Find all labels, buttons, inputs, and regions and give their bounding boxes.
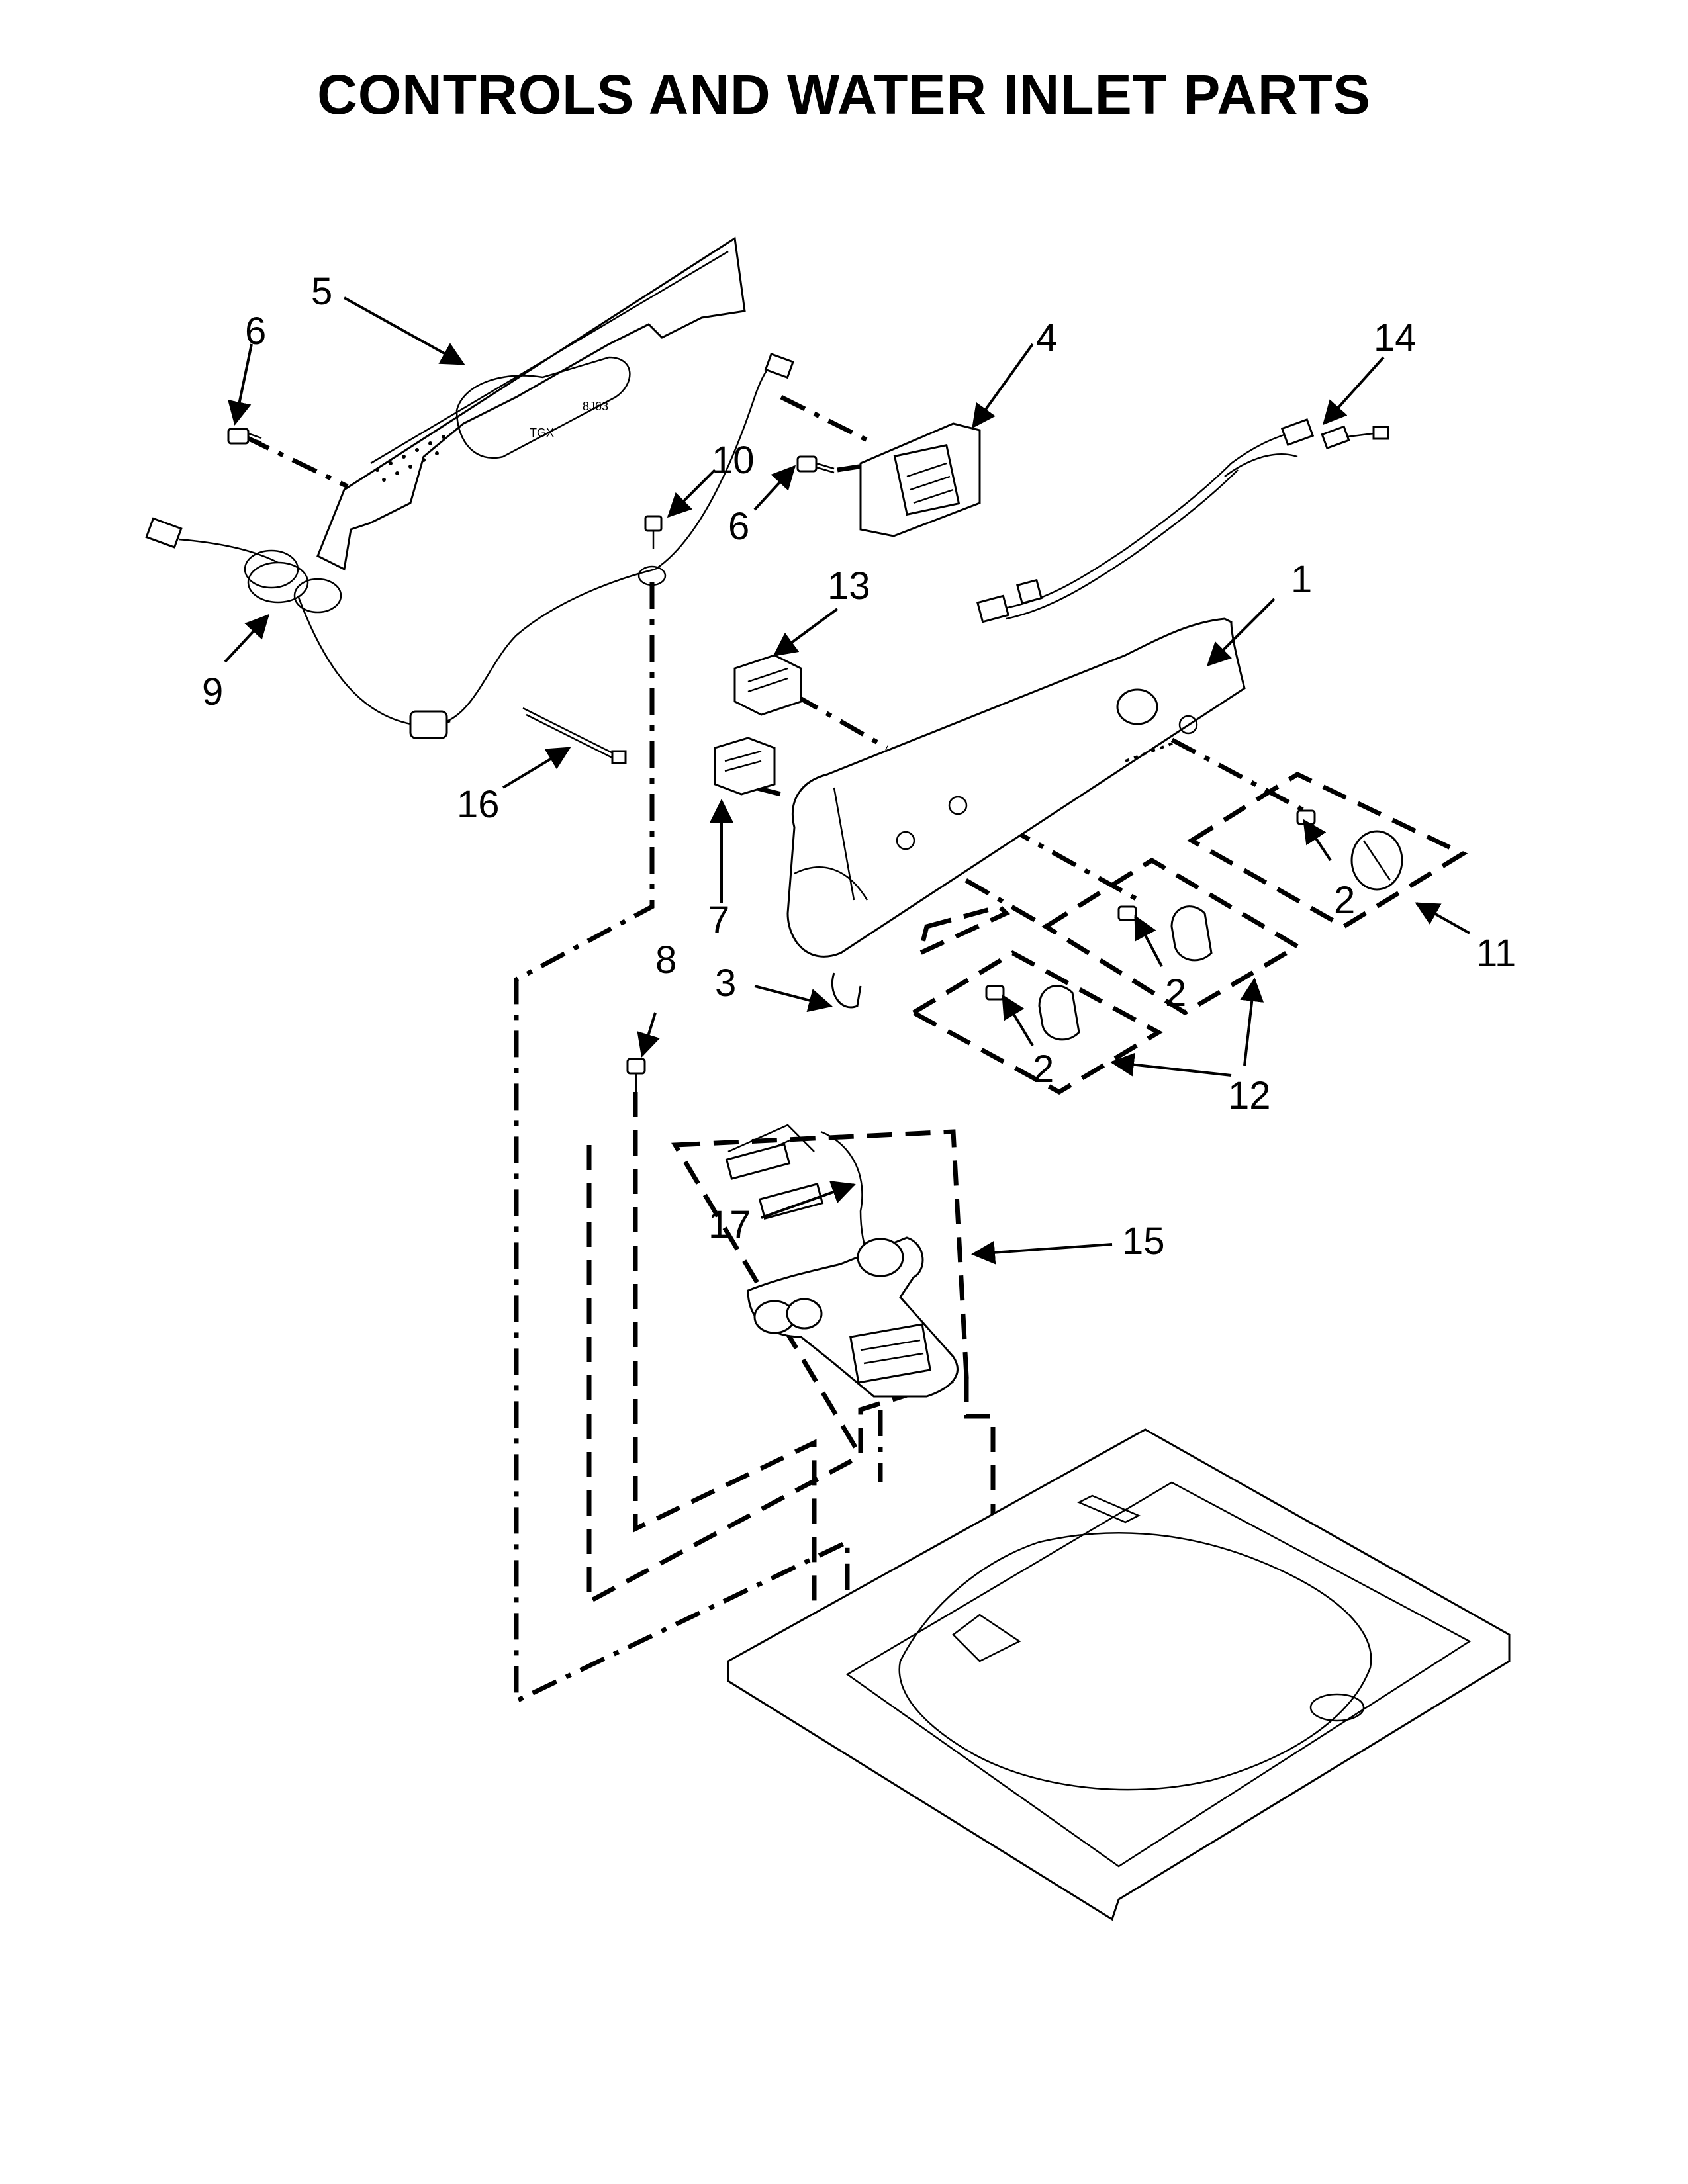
washer-top (727, 1428, 1511, 1921)
leader-1 (1206, 598, 1276, 667)
callout-13: 13 (827, 565, 870, 608)
switch-part-13 (733, 654, 802, 716)
callout-15: 15 (1122, 1220, 1165, 1263)
callout-6a: 6 (245, 310, 266, 353)
screw-part-8 (626, 1058, 646, 1092)
knob-set-middle (1117, 905, 1213, 962)
page-title: CONTROLS AND WATER INLET PARTS (317, 64, 1371, 126)
callout-6b: 6 (728, 505, 749, 548)
leader-8 (637, 1012, 660, 1058)
callout-11: 11 (1476, 932, 1516, 975)
leader-16 (502, 747, 571, 789)
callout-17: 17 (708, 1203, 751, 1246)
leader-2a (1303, 819, 1332, 862)
clip-part-3 (831, 972, 862, 1009)
callout-8: 8 (655, 938, 677, 981)
callout-16: 16 (457, 783, 500, 826)
callout-3: 3 (715, 962, 736, 1005)
leader-15 (971, 1240, 1113, 1265)
callout-14: 14 (1374, 316, 1417, 359)
wire-harness-part-14 (976, 418, 1389, 623)
leader-2c (1002, 994, 1034, 1047)
knob-set-left (985, 985, 1080, 1041)
callout-2a: 2 (1334, 879, 1355, 922)
leader-3 (754, 985, 833, 1013)
leader-2b (1134, 915, 1163, 967)
leader-6a (228, 343, 253, 426)
leader-10 (667, 469, 716, 518)
power-cord-part-9 (145, 352, 794, 739)
leader-13 (773, 608, 839, 657)
leader-6b (753, 465, 796, 511)
leader-4 (972, 343, 1034, 429)
ground-screw-part-10 (637, 515, 667, 586)
leader-arrows (224, 296, 1470, 1265)
leader-17 (761, 1181, 856, 1219)
callout-5: 5 (311, 270, 332, 313)
leader-9 (224, 614, 270, 663)
console-part-1 (786, 617, 1246, 958)
water-valve-part-15 (671, 1124, 969, 1465)
leader-12b (1240, 978, 1264, 1066)
callout-2b: 2 (1165, 972, 1186, 1015)
callout-2c: 2 (1033, 1048, 1054, 1091)
leader-5 (344, 296, 465, 365)
rear-panel-part-5: TGX 8J63 (316, 236, 746, 571)
leader-14 (1322, 356, 1385, 426)
callout-10: 10 (712, 439, 755, 482)
callout-9: 9 (202, 670, 223, 713)
knob-group-boxes (908, 772, 1468, 1095)
callout-7: 7 (708, 899, 729, 942)
knob-set-right (1296, 809, 1403, 891)
leader-12a (1110, 1052, 1232, 1077)
leader-11 (1415, 902, 1470, 934)
panel-text-left: TGX (530, 426, 554, 439)
cable-tie-part-16 (522, 707, 627, 764)
callout-12: 12 (1228, 1074, 1271, 1117)
screw-part-6-right (796, 455, 835, 474)
switch-part-7 (714, 737, 776, 796)
callout-labels: 1 2 2 2 3 4 5 6 6 7 8 9 10 11 12 13 14 1… (202, 270, 1516, 1263)
screw-part-6-left (227, 428, 262, 445)
callout-1: 1 (1291, 558, 1312, 601)
control-board-part-4 (859, 422, 981, 537)
callout-4: 4 (1036, 316, 1057, 359)
panel-text-right: 8J63 (583, 400, 608, 413)
vent-holes (375, 435, 445, 482)
